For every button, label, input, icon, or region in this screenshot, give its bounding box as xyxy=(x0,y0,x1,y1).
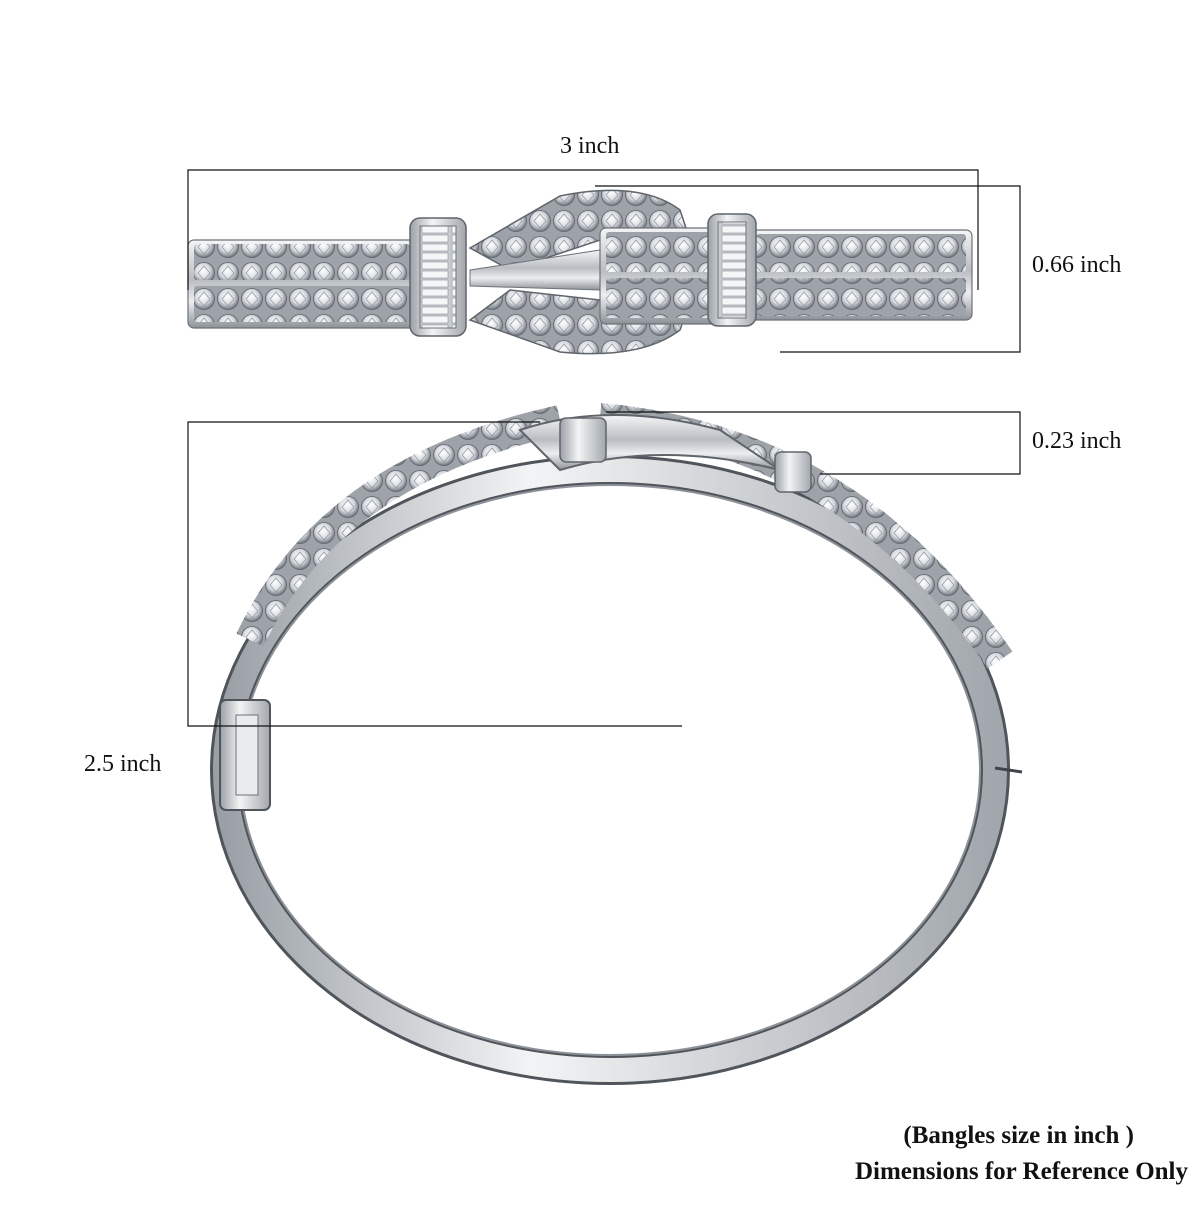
width-dimension-label: 3 inch xyxy=(560,133,620,159)
bangle-side-view xyxy=(210,403,1023,1085)
footnote-reference-disclaimer: Dimensions for Reference Only xyxy=(854,1158,1188,1185)
footnote-size-unit: (Bangles size in inch ) xyxy=(903,1122,1134,1149)
bangle-top-view xyxy=(187,189,973,355)
dimension-lines xyxy=(187,169,1021,727)
height-dimension-label: 0.66 inch xyxy=(1032,252,1122,278)
thickness-dimension-label: 0.23 inch xyxy=(1032,428,1122,454)
diameter-dimension-label: 2.5 inch xyxy=(84,751,162,777)
